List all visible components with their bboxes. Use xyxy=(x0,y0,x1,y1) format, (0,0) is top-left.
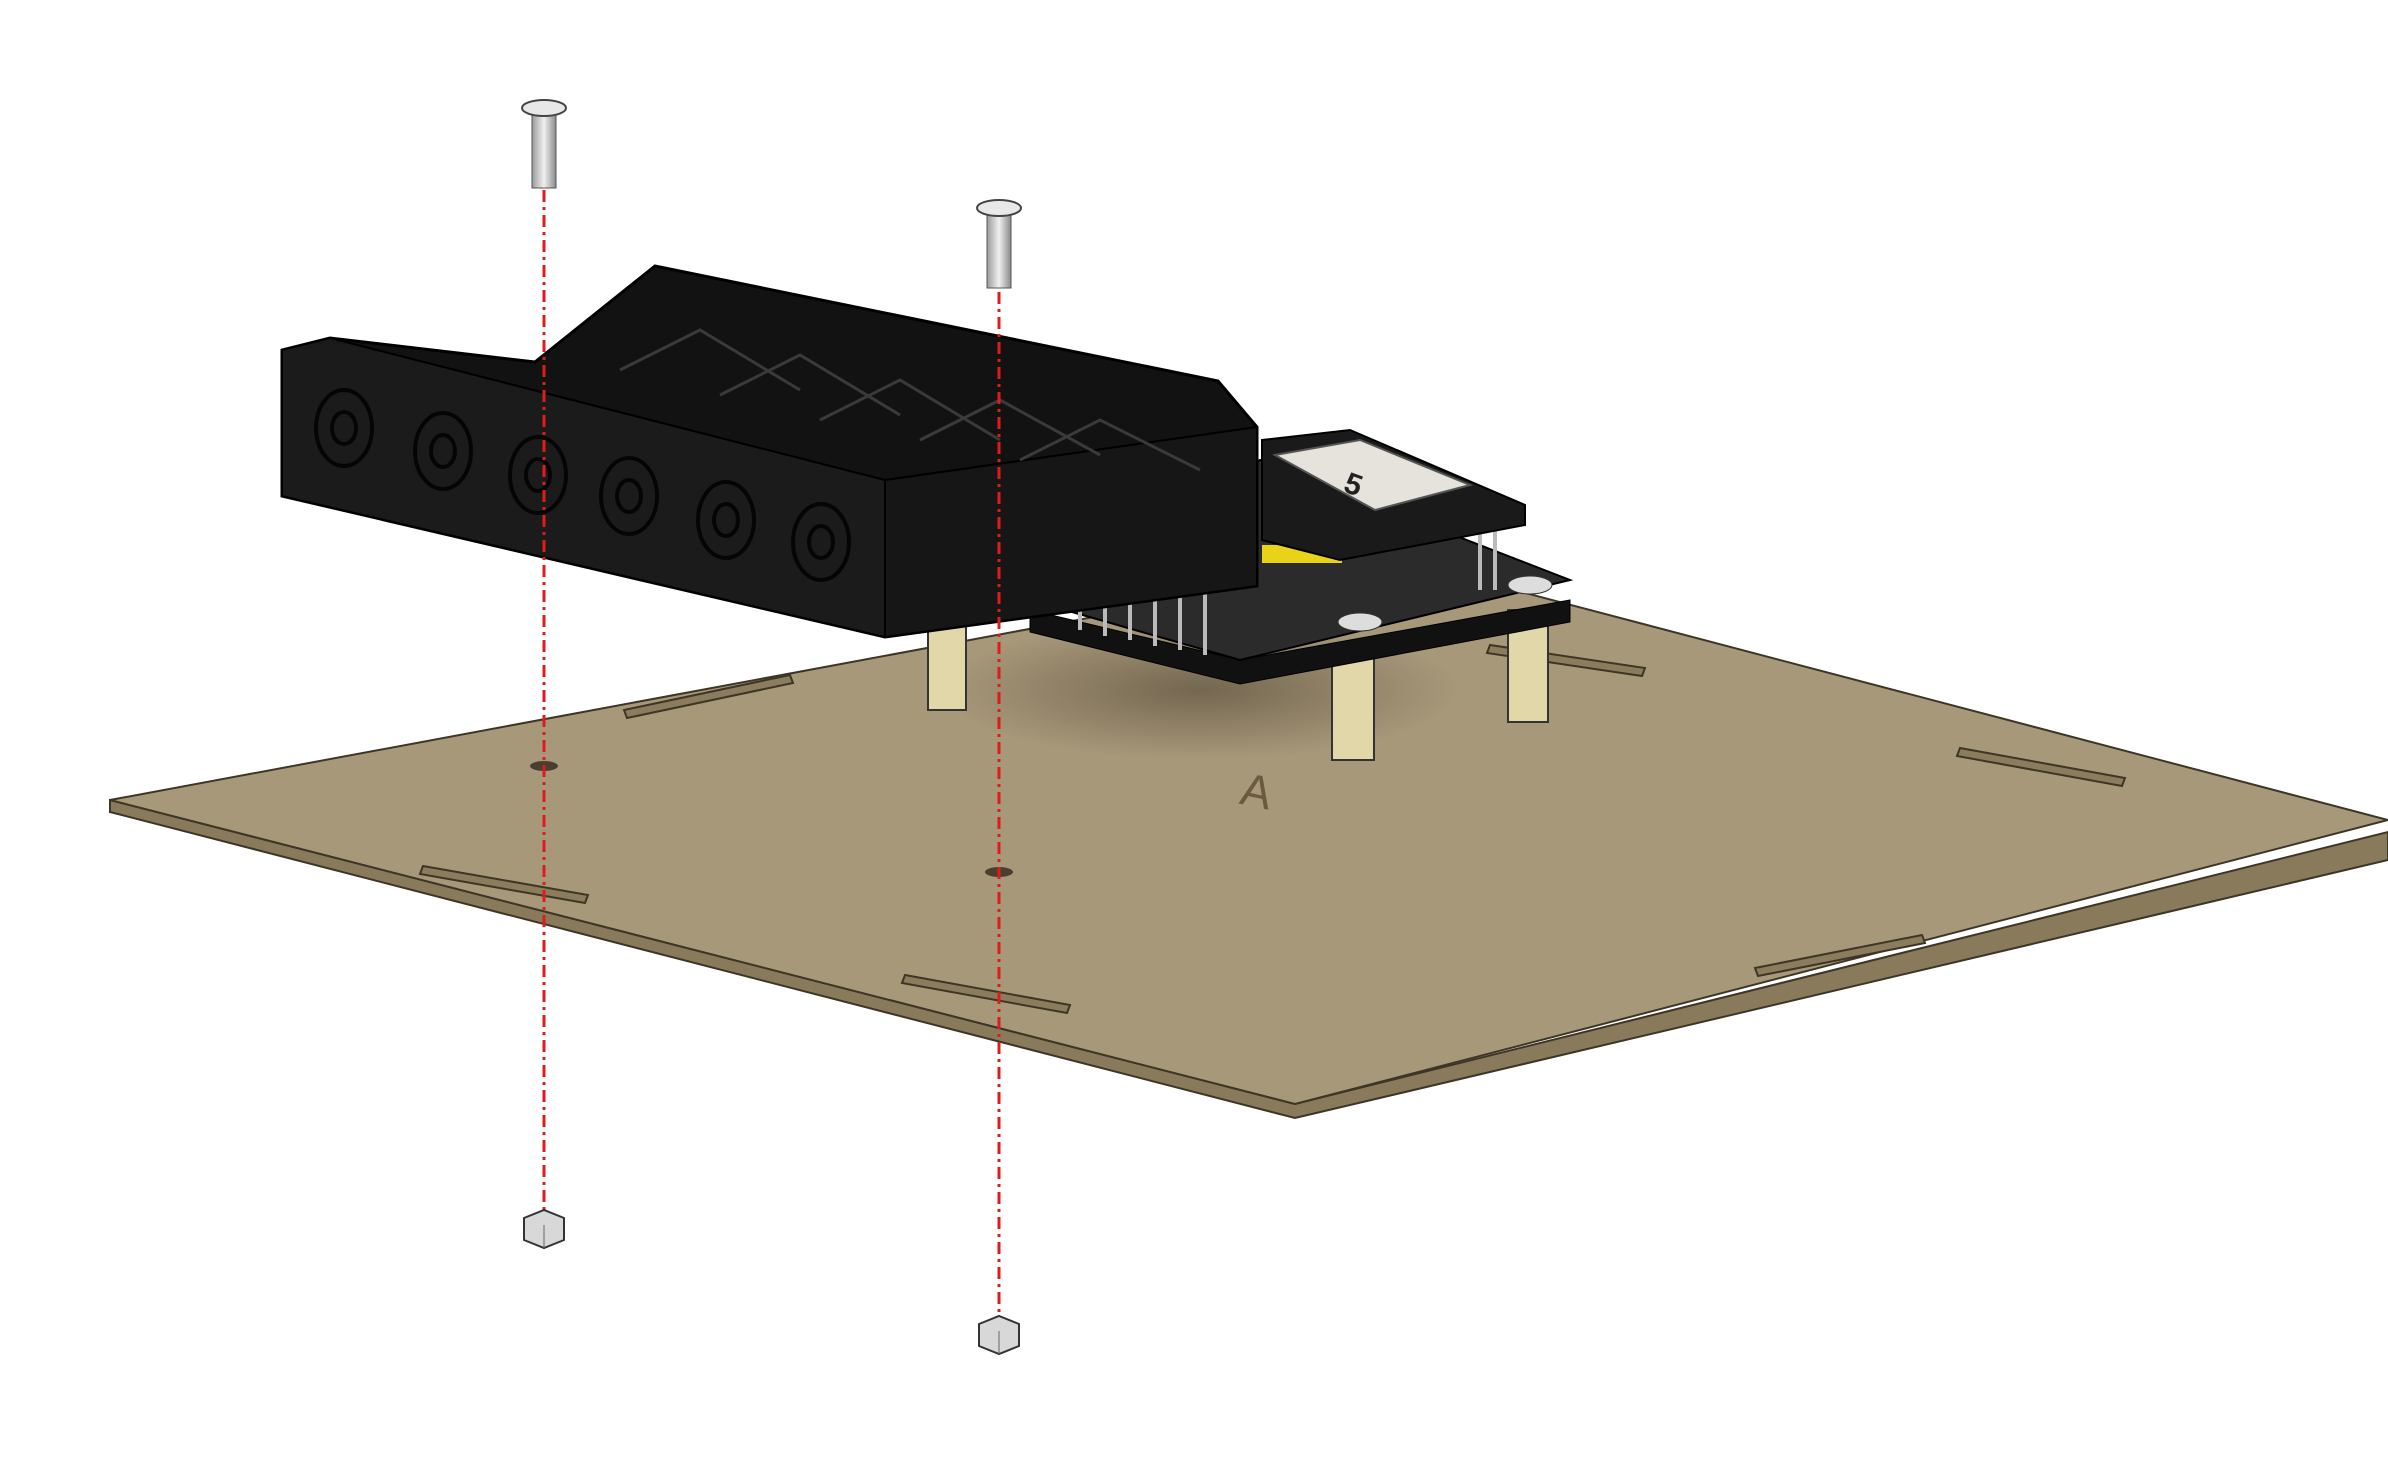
plate-slots xyxy=(418,643,2127,1015)
wifi-module xyxy=(1272,438,1474,512)
board-screw-head xyxy=(1337,612,1383,632)
battery-holder[interactable] xyxy=(280,264,1259,639)
controller-board[interactable]: 5 xyxy=(1027,428,1574,685)
nut[interactable] xyxy=(523,1208,565,1250)
base-plate[interactable]: A xyxy=(109,558,2388,1120)
battery-contacts xyxy=(314,388,851,582)
screw[interactable] xyxy=(521,99,567,189)
board-screw-head xyxy=(1507,575,1553,595)
assembly-guide-lines xyxy=(542,190,1001,1318)
nut[interactable] xyxy=(978,1314,1020,1356)
screw[interactable] xyxy=(976,199,1022,289)
